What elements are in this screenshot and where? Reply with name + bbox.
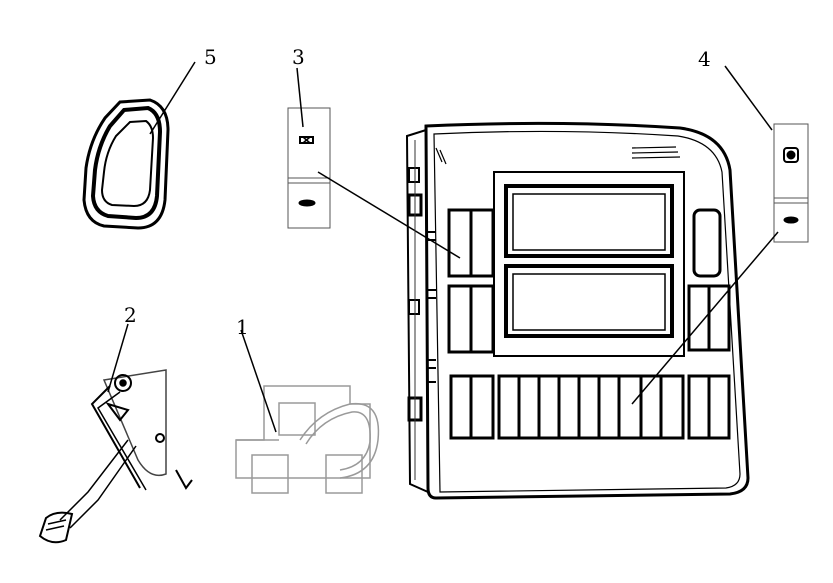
callout-3: 3: [292, 45, 305, 69]
part-4-bracket: [724, 65, 809, 243]
switch-row-bottom: [449, 374, 731, 440]
main-switch-panel: [405, 121, 779, 500]
part-2-pedal: [38, 323, 193, 544]
switch-group-right: [687, 208, 731, 352]
callout-4: 4: [698, 47, 711, 71]
callout-5: 5: [204, 45, 217, 69]
callout-1: 1: [236, 315, 249, 339]
switch-group-upper-left: [447, 208, 495, 354]
part-5-grommet: [82, 61, 196, 230]
part-1-connector: [235, 329, 380, 494]
callout-2: 2: [124, 303, 137, 327]
